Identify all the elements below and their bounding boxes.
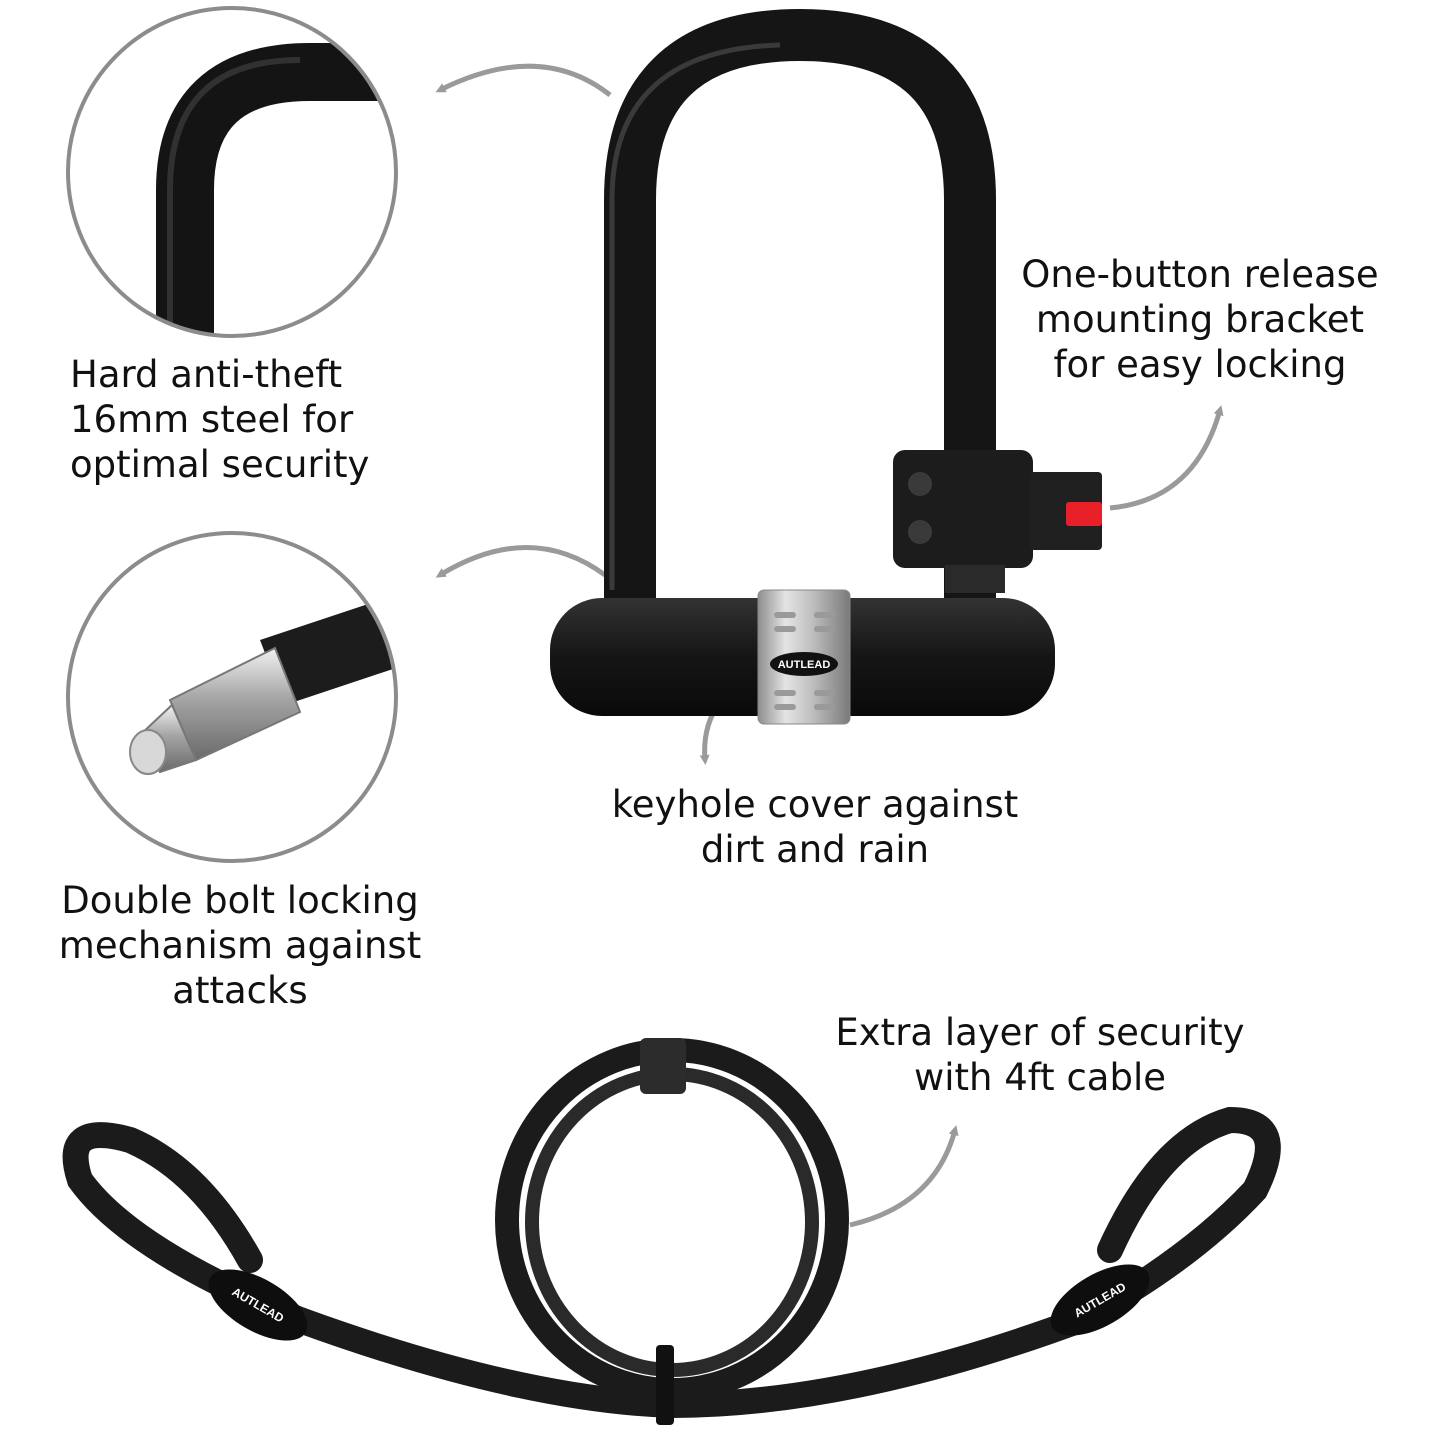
- caption-double-bolt: Double bolt locking mechanism against at…: [58, 879, 422, 1012]
- security-cable: AUTLEAD AUTLEAD: [62, 1038, 1281, 1425]
- caption-cable: Extra layer of security with 4ft cable: [835, 1011, 1245, 1099]
- lock-brand-logo: AUTLEAD: [778, 659, 831, 671]
- cable-coil: [495, 1038, 849, 1402]
- arrow-to-steel: [435, 63, 612, 97]
- arrow-to-cable: [849, 1125, 959, 1228]
- arrow-to-bolt: [435, 545, 607, 578]
- mounting-bracket: [893, 450, 1102, 593]
- u-lock-shackle: [604, 8, 996, 600]
- u-lock: AUTLEAD: [550, 8, 1102, 725]
- zoom-circle-steel: [66, 6, 398, 338]
- zoom-circle-bolt: [66, 531, 398, 863]
- caption-keyhole-cover: keyhole cover against dirt and rain: [611, 783, 1019, 871]
- cable-loop-right: [1067, 1106, 1281, 1333]
- release-button: [1066, 502, 1102, 526]
- cable-loop-left: [62, 1122, 313, 1333]
- arrow-to-bracket: [1109, 405, 1224, 511]
- caption-steel: Hard anti-theft 16mm steel for optimal s…: [70, 353, 370, 486]
- caption-bracket: One-button release mounting bracket for …: [1021, 253, 1379, 386]
